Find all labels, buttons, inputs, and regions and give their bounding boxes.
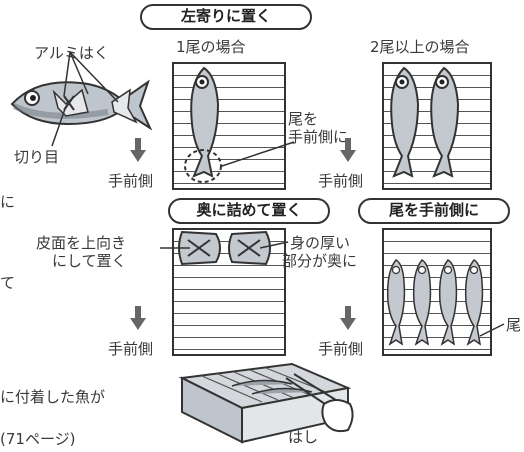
left-fragment-3: に付着した魚が [0,388,106,406]
header-tail-front: 尾を手前側に [358,198,510,224]
pointer-line [479,323,505,337]
fish-icon [390,66,460,178]
grill-tray-icon [172,62,286,190]
thick-label-2: 部分が奥に [282,252,358,270]
fish-icon [184,66,222,183]
front-label-3: 手前側 [108,340,154,358]
pointer-line [221,141,295,167]
tail-label: 尾 [506,316,522,334]
fillet-icon [178,230,271,266]
left-fragment-2: て [0,274,16,292]
front-label-1: 手前側 [108,172,154,190]
tail-toward-label-1: 尾を [288,110,319,128]
fish-icon [386,259,484,346]
down-arrow-icon [340,306,356,330]
left-fragment-4: (71ページ) [0,430,76,448]
front-label-2: 手前側 [318,172,364,190]
down-arrow-icon [130,306,146,330]
fish-icon [10,51,153,147]
down-arrow-icon [340,138,356,162]
left-fragment-1: に [0,193,16,211]
one-fish-label: 1尾の場合 [176,38,246,56]
skin-up-label-2: にして置く [52,252,127,270]
chopsticks-label: はし [288,428,319,446]
two-plus-label: 2尾以上の場合 [370,38,470,56]
front-label-4: 手前側 [318,340,364,358]
cut-label: 切り目 [14,148,60,166]
header-left-aligned: 左寄りに置く [140,4,312,30]
hand-chopsticks-icon [285,373,354,433]
header-pack-back: 奥に詰めて置く [168,198,330,224]
thick-label-1: 身の厚い [290,234,351,252]
skin-up-label-1: 皮面を上向き [36,234,127,252]
pointer-line [160,241,289,249]
tail-toward-label-2: 手前側に [288,128,349,146]
down-arrow-icon [130,138,146,162]
